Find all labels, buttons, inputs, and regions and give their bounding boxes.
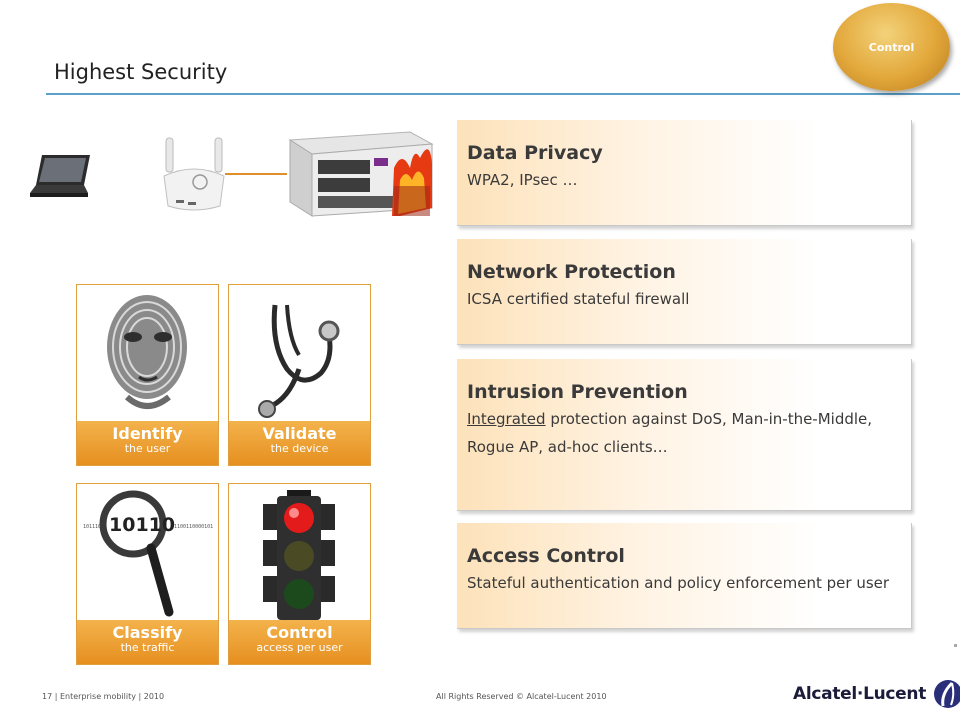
tile-label-band: Classify the traffic (77, 620, 218, 664)
network-link (225, 173, 287, 175)
tile-subtitle: access per user (256, 641, 343, 654)
binary-stream-left: 101110 (83, 524, 101, 530)
card-network-protection: Network Protection ICSA certified statef… (457, 239, 912, 345)
tile-label-band: Identify the user (77, 421, 218, 465)
card-text: WPA2, IPsec … (467, 171, 578, 189)
binary-stream-right: 01100110000101 (171, 524, 213, 530)
footer-copyright: All Rights Reserved © Alcatel-Lucent 201… (436, 692, 607, 701)
magnified-digits: 10110 (109, 514, 175, 536)
card-text: Stateful authentication and policy enfor… (467, 574, 890, 592)
tile-control: Control access per user (228, 483, 371, 665)
fingerprint-face-icon (107, 295, 187, 409)
card-data-privacy: Data Privacy WPA2, IPsec … (457, 120, 912, 226)
card-text-underlined: Integrated (467, 410, 546, 428)
traffic-light-icon (263, 490, 335, 620)
tile-label-band: Control access per user (229, 620, 370, 664)
card-title: Network Protection (467, 261, 676, 283)
device-diagram (20, 128, 440, 228)
stethoscope-icon (258, 304, 340, 418)
card-intrusion-prevention: Intrusion Prevention Integrated protecti… (457, 359, 912, 511)
brand-name: Alcatel·Lucent (793, 684, 927, 704)
page-title: Highest Security (54, 60, 228, 84)
tile-label-band: Validate the device (229, 421, 370, 465)
tile-subtitle: the user (124, 442, 171, 455)
tile-heading: Identify (112, 424, 183, 443)
tile-identify: Identify the user (76, 284, 219, 466)
section-badge-label: Control (868, 40, 915, 54)
tile-heading: Classify (112, 623, 183, 642)
footer-page-info: 17 | Enterprise mobility | 2010 (42, 692, 165, 701)
tile-heading: Validate (262, 424, 337, 443)
laptop-icon (30, 155, 90, 197)
card-text: Integrated protection against DoS, Man-i… (467, 405, 899, 461)
section-badge[interactable]: Control (833, 3, 950, 91)
tile-heading: Control (266, 623, 333, 642)
title-divider (46, 93, 960, 95)
controller-firewall-icon (288, 131, 434, 217)
card-title: Access Control (467, 545, 625, 567)
tile-classify: 101110 01100110000101 10110 Classify the… (76, 483, 219, 665)
card-title: Data Privacy (467, 142, 603, 164)
card-title: Intrusion Prevention (467, 381, 688, 403)
alcatel-lucent-logo-icon (934, 680, 960, 708)
tile-subtitle: the device (270, 442, 329, 455)
brand-logo-group: Alcatel·Lucent (793, 677, 960, 711)
access-point-icon (163, 137, 225, 211)
magnifier-binary-icon: 101110 01100110000101 10110 (83, 490, 213, 617)
card-access-control: Access Control Stateful authentication a… (457, 523, 912, 629)
card-text: ICSA certified stateful firewall (467, 290, 690, 308)
tile-subtitle: the traffic (120, 641, 175, 654)
tile-validate: Validate the device (228, 284, 371, 466)
card-text-rest: protection against DoS, Man-in-the-Middl… (467, 410, 873, 456)
slide-margin-mark (954, 644, 957, 647)
